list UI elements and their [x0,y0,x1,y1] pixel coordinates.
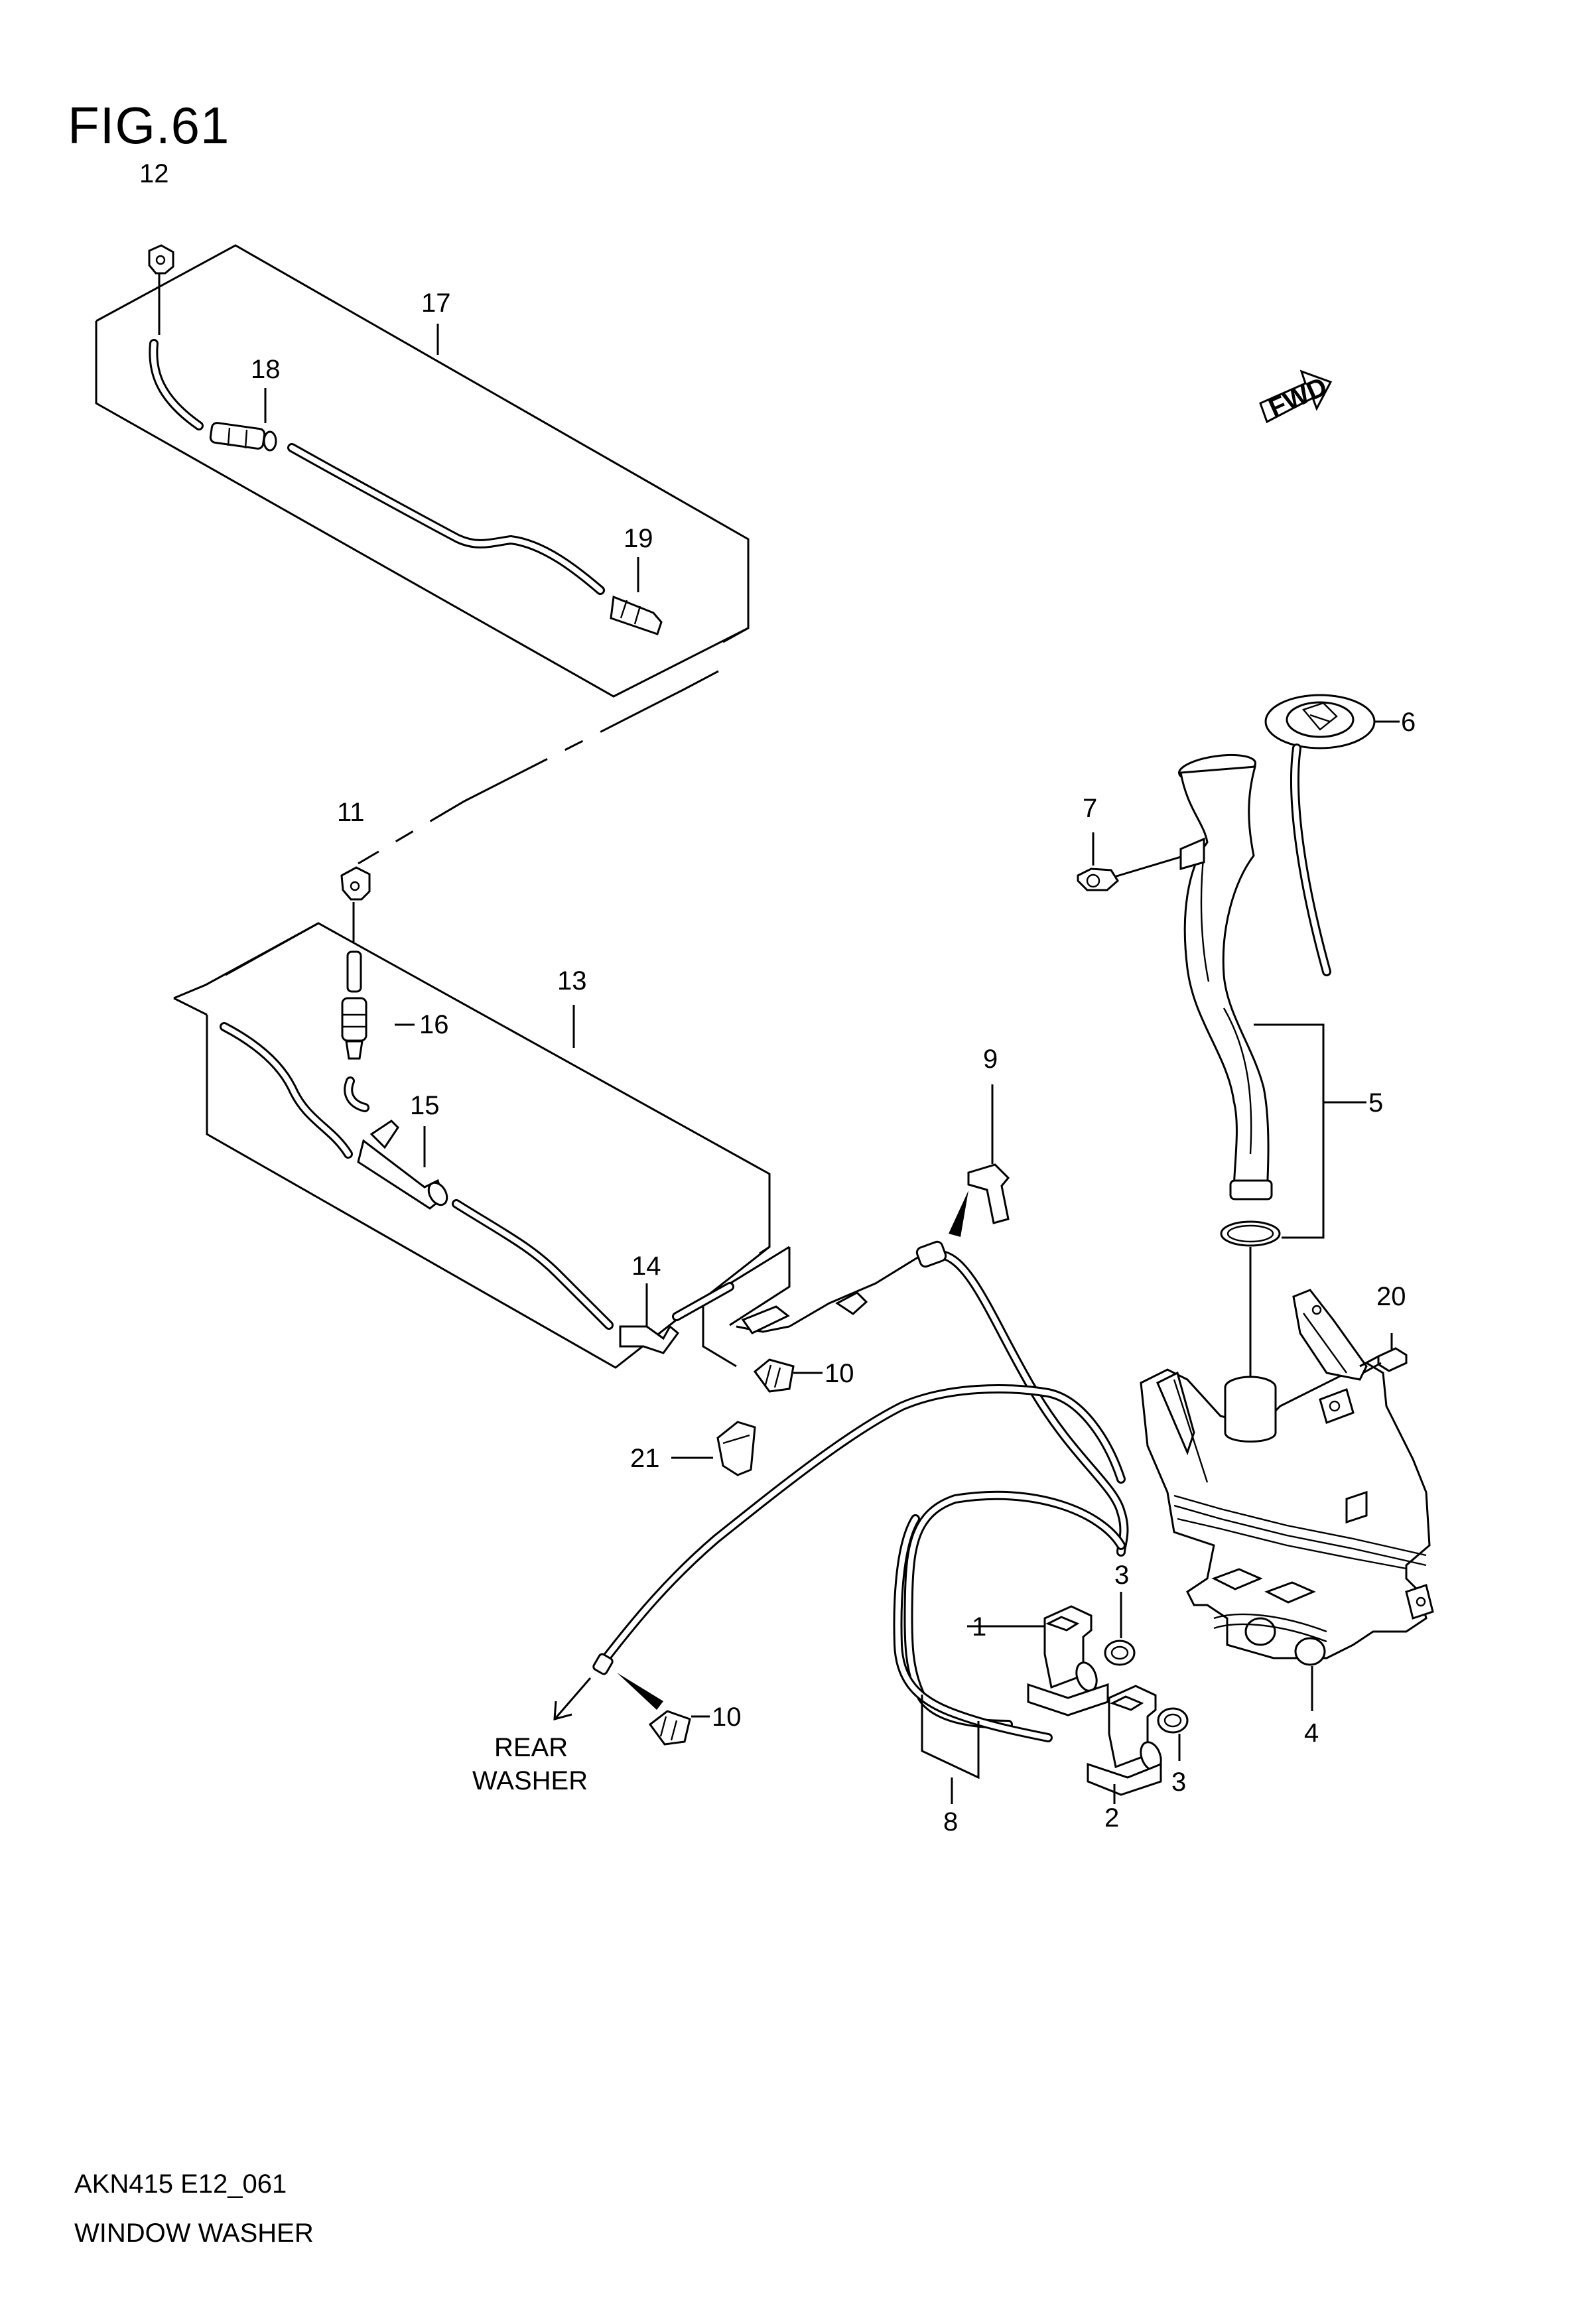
y-joint-15 [357,1120,448,1210]
rear-washer-note: REAR WASHER [472,1733,588,1795]
washer-pump-1 [995,1605,1109,1716]
elbow-joint-14 [619,1324,680,1354]
diagram-code: AKN415 E12_061 [74,2169,287,2199]
diagram-name: WINDOW WASHER [74,2219,314,2248]
callout-18: 18 [251,355,281,384]
front-hose-assembly-13 [173,922,791,1369]
callout-10-upper: 10 [825,1359,854,1388]
rear-washer-hose [592,1384,1126,1675]
short-hose-elbow [344,1076,369,1112]
one-way-joint-10-upper [753,1358,823,1393]
callout-17: 17 [421,289,451,318]
callout-5-bracket [1254,1023,1366,1239]
hose-joint-16 [341,950,367,1060]
joint-10-arrow [617,1673,663,1710]
callout-3-lower: 3 [1171,1768,1186,1797]
mounting-bolt-20 [1359,1333,1408,1374]
rear-washer-arrow [553,1677,592,1720]
callout-19: 19 [624,524,653,553]
callout-11: 11 [337,798,365,827]
callout-13: 13 [557,966,587,996]
front-washer-hose-13 [220,1022,734,1330]
filler-o-ring [1220,1220,1281,1376]
callout-15: 15 [410,1091,440,1120]
hose-connector-9 [967,1084,1010,1224]
callout-3-upper: 3 [1114,1561,1129,1590]
callout-21: 21 [630,1444,660,1473]
front-hose-assembly-17 [95,244,750,865]
callout-1: 1 [972,1612,986,1642]
washer-tank-4 [1140,1289,1434,1711]
rear-washer-note-line2: WASHER [472,1766,588,1795]
washer-nozzle-11 [340,866,371,942]
callout-7: 7 [1083,794,1097,823]
washer-pump-2 [1087,1685,1162,1804]
assembly-box-13-outline [173,922,771,1369]
hose-bracket [736,1256,919,1334]
callout-labels: 12 17 18 19 6 7 11 13 16 15 9 5 14 20 10… [139,159,1416,1837]
callout-16: 16 [419,1010,449,1039]
callout-6: 6 [1401,708,1416,737]
tank-cap-6 [1264,694,1400,976]
callout-10-lower: 10 [712,1703,742,1732]
leader-lines [264,324,995,1804]
washer-hose-8 [893,1490,1126,1779]
callout-4: 4 [1304,1718,1319,1748]
fwd-direction-badge: FWD [1259,369,1333,424]
callout-2: 2 [1104,1803,1119,1833]
pump-grommet-3-lower [1157,1707,1189,1761]
fwd-badge-label: FWD [1264,372,1331,423]
hose-clamp-21 [671,1421,756,1476]
washer-nozzle-12 [148,244,174,335]
rear-washer-note-line1: REAR [494,1733,568,1762]
one-way-joint-10-lower [648,1710,710,1746]
callout-14: 14 [631,1252,661,1281]
hose-joint-18 [209,422,277,452]
callout-9: 9 [983,1045,998,1074]
front-washer-hose-17 [149,339,605,595]
callout-12: 12 [139,159,169,188]
callout-20: 20 [1376,1282,1406,1311]
figure-title: FIG.61 [68,96,230,155]
filler-pipe-5 [1114,753,1273,1200]
hose-joint-19 [610,595,663,635]
phantom-line-upper-to-lower [358,670,719,865]
pump-grommet-3-upper [1104,1592,1136,1666]
washer-hose-8-front [915,1240,1129,1557]
callout-8: 8 [943,1807,958,1837]
connector-arrow [949,1191,968,1237]
nut-7 [1077,832,1119,891]
callout-5: 5 [1368,1088,1383,1118]
